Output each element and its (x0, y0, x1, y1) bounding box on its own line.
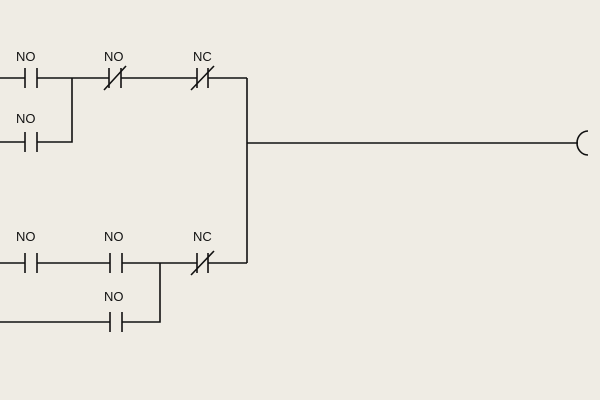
wire (37, 78, 73, 143)
output-coil-icon (576, 130, 589, 156)
contact-label: NO (16, 111, 36, 126)
normally-open-contact: NO (104, 229, 124, 273)
wire (122, 263, 161, 323)
contact-label: NO (16, 229, 36, 244)
contact-label: NO (104, 49, 124, 64)
contact-label: NC (193, 229, 212, 244)
normally-closed-contact: NC (190, 229, 215, 276)
normally-open-contact: NO (16, 229, 38, 273)
contact-label: NO (104, 229, 124, 244)
contact-label: NO (16, 49, 36, 64)
normally-closed-contact: NC (190, 49, 215, 91)
contact-with-slash: NO (103, 49, 127, 91)
normally-open-contact: NO (104, 289, 124, 332)
contact-label: NO (104, 289, 124, 304)
lower-network: NO NO NC NO (0, 229, 247, 332)
upper-network: NO NO NC NO (0, 49, 247, 152)
normally-open-contact: NO (16, 49, 38, 88)
contact-label: NC (193, 49, 212, 64)
normally-open-contact: NO (16, 111, 38, 152)
